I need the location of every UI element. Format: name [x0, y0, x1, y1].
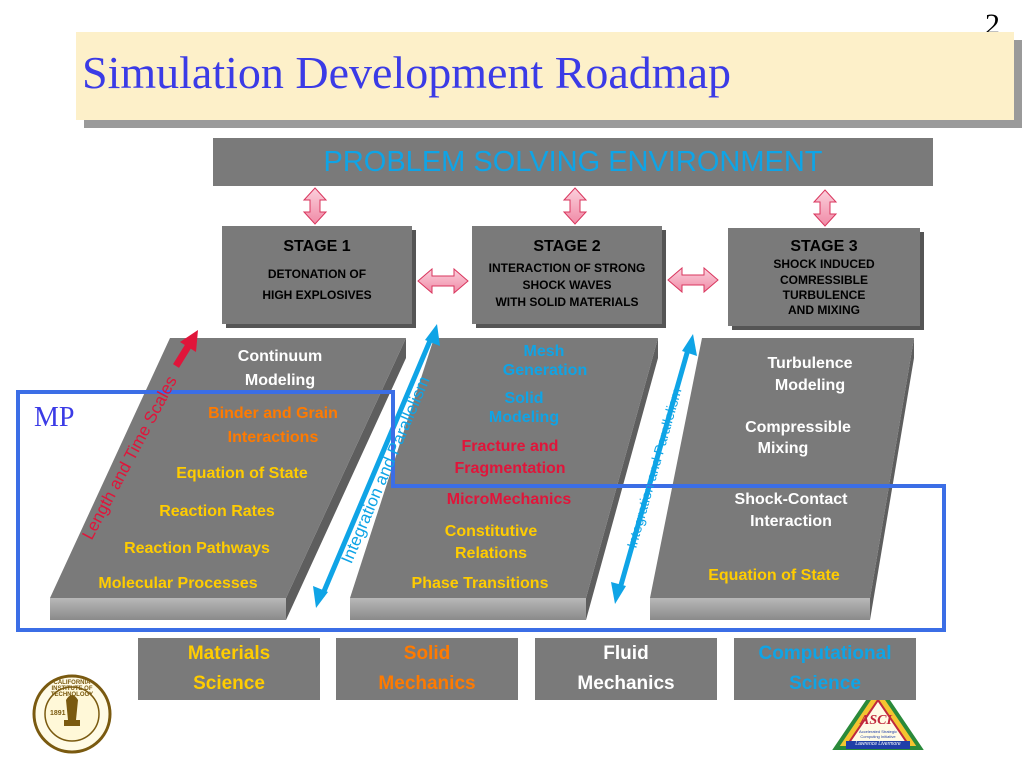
discipline-materials-science: Materials Science: [138, 638, 320, 700]
discipline-materials-line-2: Science: [193, 673, 265, 694]
discipline-computational-science: Computational Science: [734, 638, 916, 700]
compressible-mixing-line-1: Compressible: [745, 419, 851, 436]
asci-logo: [832, 682, 924, 750]
molecular-processes: Molecular Processes: [98, 575, 258, 592]
binder-grain-line-2: Interactions: [227, 429, 319, 446]
slide-title: Simulation Development Roadmap: [82, 47, 732, 98]
constitutive-line-1: Constitutive: [444, 523, 538, 540]
stage-3-line-3: TURBULENCE: [782, 288, 866, 302]
equation-of-state-fluid: Equation of State: [708, 567, 840, 584]
stage-1-line-1: DETONATION OF: [267, 267, 367, 281]
turbulence-modeling-line-2: Modeling: [774, 377, 846, 394]
discipline-solid-line-1: Solid: [403, 643, 451, 664]
discipline-fluid-line-2: Mechanics: [577, 673, 675, 694]
caltech-logo-year: 1891: [50, 710, 66, 717]
title-box: [76, 32, 1014, 120]
stage-1-title: STAGE 1: [283, 238, 351, 255]
compressible-mixing-line-2: Mixing: [757, 440, 809, 457]
binder-grain-line-1: Binder and Grain: [208, 405, 338, 422]
mp-outline: [16, 390, 946, 632]
stage-2-title: STAGE 2: [533, 238, 601, 255]
stage-2-box: STAGE 2 INTERACTION OF STRONG SHOCK WAVE…: [472, 226, 662, 324]
vertical-double-arrow-stage-1: [302, 187, 328, 225]
constitutive-line-2: Relations: [454, 545, 527, 562]
vertical-double-arrow-stage-3: [812, 189, 838, 227]
phase-transitions: Phase Transitions: [411, 575, 549, 592]
asci-logo-subtext: Accelerated Strategic Computing Initiati…: [858, 729, 898, 739]
reaction-rates: Reaction Rates: [159, 503, 275, 520]
fracture-line-2: Fragmentation: [454, 460, 566, 477]
length-time-arrow: [173, 330, 198, 368]
stage-3-line-2: COMRESSIBLE: [779, 273, 868, 287]
stage-2-line-2: SHOCK WAVES: [522, 278, 612, 292]
continuum-modeling-line-2: Modeling: [244, 372, 316, 389]
discipline-computational-line-1: Computational: [758, 643, 892, 664]
integration-arrow-2: [611, 334, 697, 604]
discipline-fluid-line-1: Fluid: [603, 643, 649, 664]
equation-of-state-materials: Equation of State: [176, 465, 308, 482]
discipline-materials-line-1: Materials: [187, 643, 271, 664]
continuum-modeling-line-1: Continuum: [237, 348, 323, 365]
micromechanics: MicroMechanics: [446, 491, 572, 508]
discipline-solid-line-2: Mechanics: [378, 673, 476, 694]
stage-3-line-4: AND MIXING: [788, 303, 860, 317]
stage-3-line-1: SHOCK INDUCED: [773, 257, 875, 271]
reaction-pathways: Reaction Pathways: [124, 540, 270, 557]
stage-2-line-3: WITH SOLID MATERIALS: [495, 295, 639, 309]
stage-1-line-2: HIGH EXPLOSIVES: [262, 288, 372, 302]
stage-1-box: STAGE 1 DETONATION OF HIGH EXPLOSIVES: [222, 226, 412, 324]
integration-arrow-1: [313, 324, 440, 608]
asci-logo-footer: Lawrence Livermore: [855, 741, 901, 747]
horizontal-double-arrow-1-2: [417, 267, 469, 295]
mesh-generation-line-1: Mesh: [523, 343, 565, 360]
shock-contact-line-2: Interaction: [750, 513, 832, 530]
discipline-computational-line-2: Science: [789, 673, 861, 694]
mp-label: MP: [34, 402, 75, 433]
vertical-double-arrow-stage-2: [562, 187, 588, 225]
asci-logo-mark: ASCI: [860, 713, 892, 728]
caltech-logo: [32, 674, 112, 754]
stage-2-line-1: INTERACTION OF STRONG: [488, 261, 646, 275]
mesh-generation-line-2: Generation: [502, 362, 588, 379]
discipline-fluid-mechanics: Fluid Mechanics: [535, 638, 717, 700]
turbulence-modeling-line-1: Turbulence: [767, 355, 853, 372]
discipline-solid-mechanics: Solid Mechanics: [336, 638, 518, 700]
horizontal-double-arrow-2-3: [667, 266, 719, 294]
caltech-logo-text: CALIFORNIA INSTITUTE OF TECHNOLOGY: [50, 680, 94, 698]
fracture-line-1: Fracture and: [461, 438, 559, 455]
stage-3-title: STAGE 3: [790, 238, 858, 255]
problem-solving-environment-bar: PROBLEM SOLVING ENVIRONMENT: [213, 138, 933, 186]
shock-contact-line-1: Shock-Contact: [734, 491, 848, 508]
solid-modeling-line-1: Solid: [504, 390, 544, 407]
solid-modeling-line-2: Modeling: [488, 409, 560, 426]
stage-3-box: STAGE 3 SHOCK INDUCED COMRESSIBLE TURBUL…: [728, 228, 920, 326]
